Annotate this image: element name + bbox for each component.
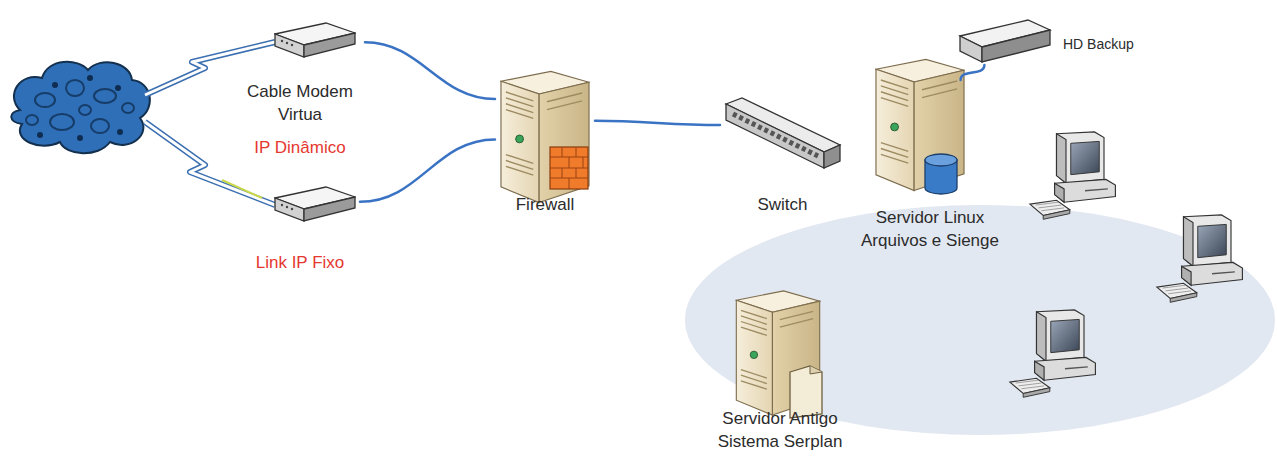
device-label: Link IP Fixo xyxy=(256,251,345,274)
node-label: Servidor Antigo Sistema Serplan xyxy=(700,407,860,453)
illustration-part xyxy=(115,85,121,91)
illustration-part xyxy=(145,122,275,205)
illustration-part xyxy=(26,115,38,125)
firewall-icon xyxy=(501,71,589,202)
illustration-part xyxy=(569,157,570,168)
node-label: Cable Modem Virtua IP Dinâmico xyxy=(240,80,360,159)
network-cable xyxy=(360,139,495,201)
illustration-part xyxy=(501,71,589,202)
fixed-ip-modem-icon xyxy=(275,187,355,221)
workstation-icon xyxy=(1157,215,1243,302)
illustration-part xyxy=(145,122,275,205)
old-server-node: Servidor Antigo Sistema Serplan xyxy=(695,285,865,460)
network-cable xyxy=(961,65,985,80)
wireless-link xyxy=(145,42,275,205)
cable-modem-node: Cable Modem Virtua IP Dinâmico xyxy=(235,15,365,175)
illustration-part xyxy=(66,80,84,96)
device-label: Servidor Antigo Sistema Serplan xyxy=(700,407,860,453)
switch-node: Switch xyxy=(720,95,845,220)
illustration-part xyxy=(94,89,116,103)
illustration-part xyxy=(11,62,150,153)
node-label: Firewall xyxy=(516,193,575,216)
device-label: Cable Modem Virtua xyxy=(240,80,360,126)
device-label: Firewall xyxy=(516,193,575,216)
device-label: HD Backup xyxy=(1063,35,1134,54)
lan-area xyxy=(685,205,1275,435)
cable-modem-icon xyxy=(275,23,355,57)
device-label: Servidor Linux Arquivos e Sienge xyxy=(850,206,1010,252)
illustration-part xyxy=(562,168,563,178)
illustration-part xyxy=(37,75,123,141)
illustration-part xyxy=(925,154,957,166)
firewall-node: Firewall xyxy=(495,65,595,220)
illustration-part xyxy=(37,132,43,138)
illustration-part xyxy=(824,145,840,168)
illustration-part xyxy=(79,105,91,115)
linux-server-icon xyxy=(876,59,964,194)
switch-icon xyxy=(726,98,840,168)
old-server-icon xyxy=(736,291,822,418)
fixed-link-node: Link IP Fixo xyxy=(240,175,360,278)
device-note: IP Dinâmico xyxy=(240,136,360,159)
node-label: Link IP Fixo xyxy=(256,251,345,274)
illustration-part xyxy=(569,178,570,189)
illustration-part xyxy=(550,147,588,189)
illustration-part xyxy=(35,93,55,107)
illustration-part xyxy=(810,366,822,374)
illustration-part xyxy=(982,30,1050,62)
hd-backup-icon xyxy=(960,20,1050,62)
backup-disk-node: HD Backup xyxy=(955,15,1165,65)
node-label: HD Backup xyxy=(1063,35,1134,54)
internet-cloud xyxy=(11,62,150,153)
workstation-icon xyxy=(1010,310,1096,397)
network-cable xyxy=(365,42,495,99)
illustration-part xyxy=(576,147,577,157)
illustration-part xyxy=(77,135,83,141)
illustration-part xyxy=(50,114,74,130)
illustration-part xyxy=(87,75,93,81)
workstation-icon xyxy=(1030,132,1116,219)
illustration-part xyxy=(52,82,58,88)
illustration-part xyxy=(26,80,134,133)
illustration-part xyxy=(726,104,824,168)
node-label: Servidor Linux Arquivos e Sienge xyxy=(850,206,1010,252)
network-cable xyxy=(595,121,720,125)
illustration-part xyxy=(562,147,563,157)
device-label: Switch xyxy=(757,193,807,216)
illustration-part xyxy=(576,168,577,178)
illustration-part xyxy=(122,103,134,113)
illustration-part xyxy=(733,114,818,156)
illustration-part xyxy=(117,129,123,135)
node-label: Switch xyxy=(757,193,807,216)
illustration-part xyxy=(91,119,109,133)
illustration-part xyxy=(222,180,262,198)
illustration-part xyxy=(960,36,982,62)
illustration-part xyxy=(550,147,588,189)
illustration-part xyxy=(583,157,584,168)
linux-server-node: Servidor Linux Arquivos e Sienge xyxy=(840,80,1020,256)
